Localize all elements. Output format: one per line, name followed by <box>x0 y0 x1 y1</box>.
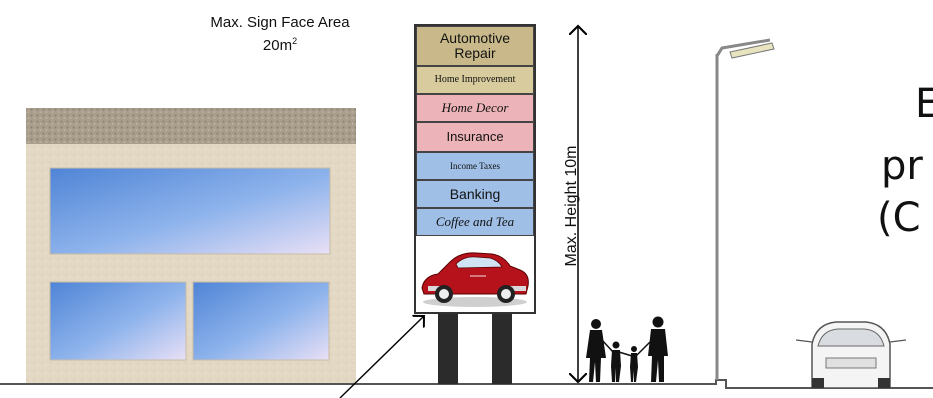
sign-panel: Home Improvement <box>416 66 534 94</box>
upper-window <box>49 167 331 255</box>
street-lamp <box>715 38 775 380</box>
classic-car-image <box>416 236 534 310</box>
caption-line-1: Max. Sign Face Area <box>210 14 350 31</box>
cropped-text-line-3: (C <box>877 195 921 241</box>
family-silhouette <box>586 316 668 382</box>
sign-panel: Banking <box>416 180 534 208</box>
sign-panel: Coffee and Tea <box>416 208 534 236</box>
sign-panel: Home Decor <box>416 94 534 122</box>
road-car <box>795 321 907 389</box>
caption-area-value: 20m <box>262 37 293 54</box>
sign-panel: Automotive Repair <box>416 26 534 66</box>
caption-line-2: 20m2 <box>170 32 390 55</box>
lower-window-right <box>192 281 330 361</box>
sign-face-area-caption: Max. Sign Face Area 20m2 <box>170 14 390 55</box>
cropped-text-line-2: pr <box>881 143 923 189</box>
lower-window-left <box>49 281 187 361</box>
sign-panel: Income Taxes <box>416 152 534 180</box>
building <box>26 108 356 384</box>
sign-panel: Insurance <box>416 122 534 152</box>
sign-post-left <box>438 312 458 384</box>
cropped-text-line-1: E <box>915 81 933 127</box>
sign-face-callout-arrow <box>339 316 424 398</box>
sign-post-right <box>492 312 512 384</box>
building-roof <box>26 108 356 144</box>
ground-line <box>0 379 933 389</box>
caption-area-unit-exponent: 2 <box>292 36 298 46</box>
max-height-label: Max. Height 10m <box>563 145 580 267</box>
